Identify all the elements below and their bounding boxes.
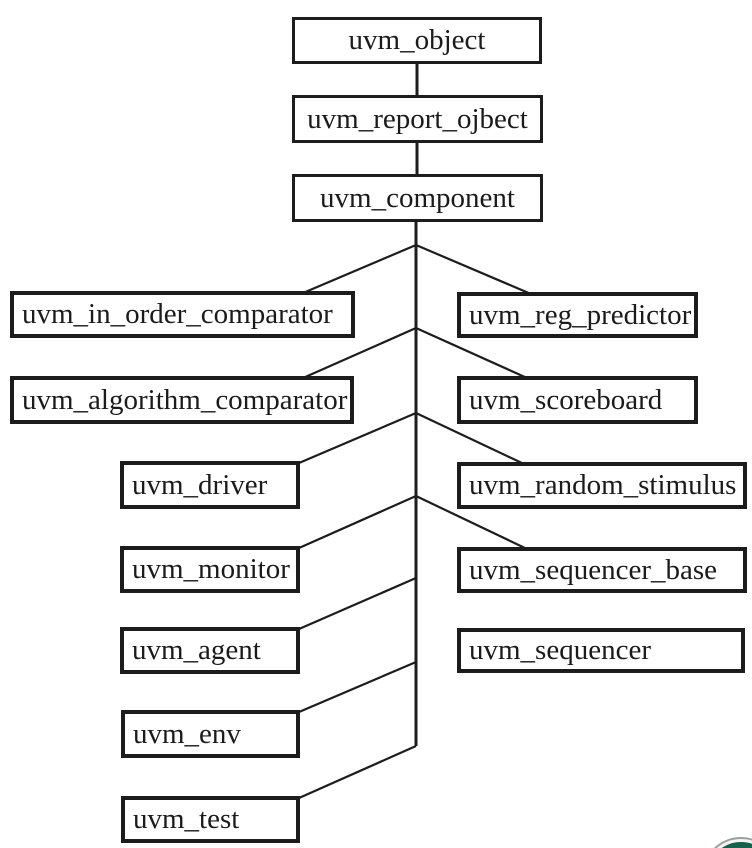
branch-left-test [298,744,417,800]
node-uvm-env-label: uvm_env [133,717,241,750]
node-uvm-test-label: uvm_test [133,803,240,835]
node-uvm-object-label: uvm_object [348,24,486,56]
node-uvm-env: uvm_env [121,710,300,758]
node-uvm-report-object: uvm_report_ojbect [292,95,543,143]
branch-right-sequencer-base [415,495,528,550]
node-uvm-agent-label: uvm_agent [132,634,261,666]
node-uvm-monitor-label: uvm_monitor [132,553,290,585]
node-uvm-algorithm-comparator: uvm_algorithm_comparator [10,376,354,424]
node-uvm-driver: uvm_driver [120,461,300,509]
branch-right-scoreboard [415,326,528,380]
node-uvm-algorithm-comparator-label: uvm_algorithm_comparator [22,383,348,416]
node-uvm-report-object-label: uvm_report_ojbect [307,102,528,135]
branch-left-in-order-comparator [302,243,417,295]
node-uvm-test: uvm_test [121,796,300,843]
node-uvm-random-stimulus: uvm_random_stimulus [457,462,747,509]
node-uvm-component-label: uvm_component [320,181,515,214]
branch-right-random-stimulus [415,412,525,465]
node-uvm-driver-label: uvm_driver [132,468,268,501]
node-uvm-sequencer: uvm_sequencer [457,628,745,673]
node-uvm-in-order-comparator-label: uvm_in_order_comparator [22,298,333,330]
branch-left-agent [298,576,417,631]
node-uvm-object: uvm_object [292,17,542,64]
node-uvm-reg-predictor: uvm_reg_predictor [457,292,698,338]
branch-left-algorithm-comparator [302,326,417,380]
node-uvm-random-stimulus-label: uvm_random_stimulus [469,469,737,501]
node-uvm-component: uvm_component [292,174,543,222]
node-uvm-monitor: uvm_monitor [120,546,300,593]
node-uvm-reg-predictor-label: uvm_reg_predictor [469,298,692,331]
node-uvm-scoreboard-label: uvm_scoreboard [469,383,663,416]
partial-circular-logo-green-disc [707,842,752,848]
node-uvm-agent: uvm_agent [120,627,300,674]
branch-right-reg-predictor [415,243,532,296]
branch-left-env [298,660,417,714]
node-uvm-scoreboard: uvm_scoreboard [457,376,698,424]
node-uvm-in-order-comparator: uvm_in_order_comparator [10,291,355,338]
branch-left-driver [298,411,417,465]
node-uvm-sequencer-base-label: uvm_sequencer_base [469,553,718,586]
branch-left-monitor [298,494,417,550]
node-uvm-sequencer-base: uvm_sequencer_base [457,547,747,593]
node-uvm-sequencer-label: uvm_sequencer [469,634,651,666]
